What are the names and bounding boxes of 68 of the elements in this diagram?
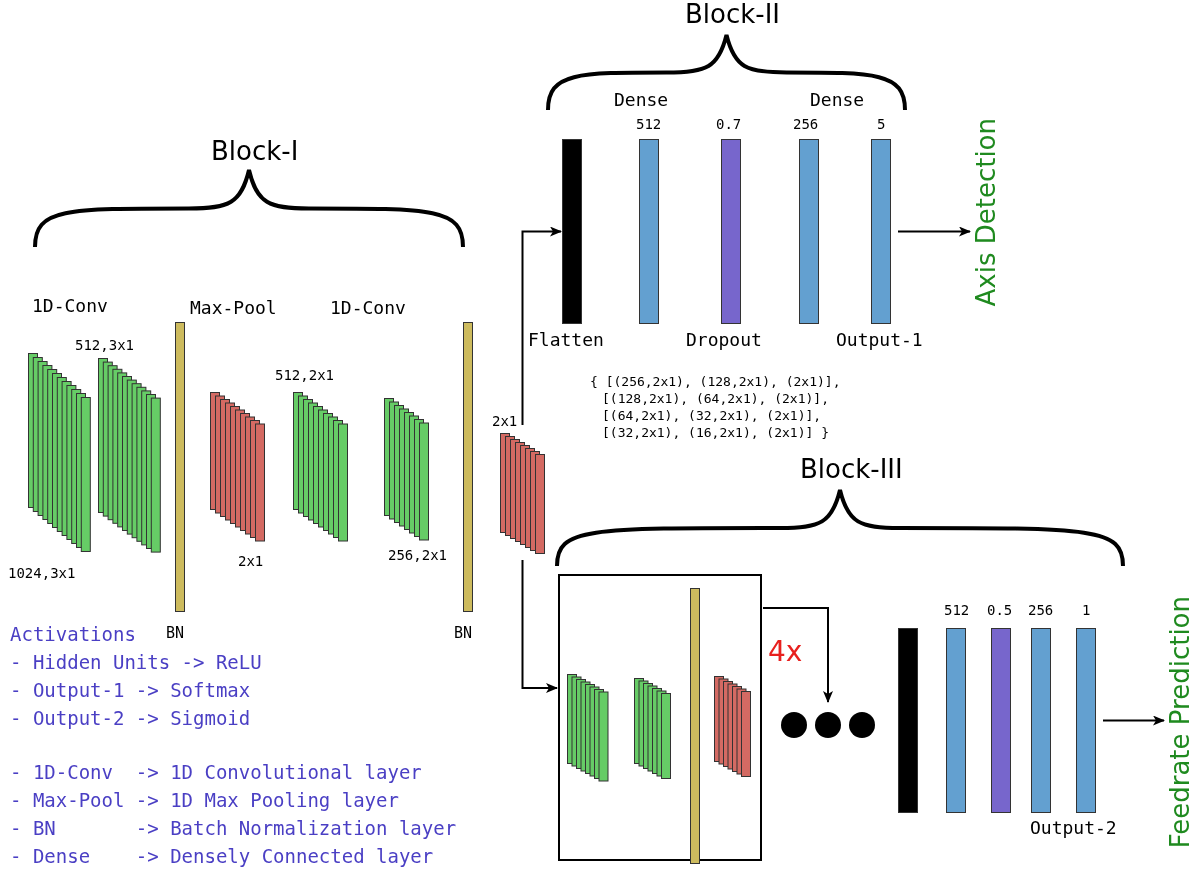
- layer-label: Max-Pool: [190, 298, 277, 319]
- pooling-stack: [210, 392, 265, 542]
- arrow: [762, 607, 833, 703]
- layer-label: 1D-Conv: [330, 298, 406, 319]
- unit-count: 256: [1028, 602, 1054, 619]
- layer-label: Flatten: [528, 330, 604, 351]
- legend-line: - BN -> Batch Normalization layer: [10, 818, 457, 840]
- layer-label: Output-1: [836, 330, 923, 351]
- flatten-bar: [898, 628, 918, 813]
- feature-map-stack: [98, 358, 161, 553]
- layer-label: BN: [454, 625, 473, 643]
- layer-label: Output-2: [1030, 818, 1117, 839]
- block-title: Block-II: [685, 0, 781, 30]
- dense-layer-bar: [871, 139, 891, 324]
- pooling-stack: [714, 676, 751, 777]
- feature-map-stack: [384, 398, 429, 541]
- unit-count: 1: [1082, 602, 1091, 619]
- layer-label: 1D-Conv: [32, 296, 108, 317]
- dimension-label: 256,2x1: [388, 547, 447, 564]
- batch-norm-bar: [463, 322, 473, 612]
- dimension-label: 2x1: [238, 553, 264, 570]
- unit-count: 5: [877, 116, 886, 133]
- arrow: [521, 226, 562, 426]
- dense-layer-bar: [799, 139, 819, 324]
- batch-norm-bar: [175, 322, 185, 612]
- feature-map-stack: [293, 392, 348, 542]
- legend-line: - Dense -> Densely Connected layer: [10, 846, 434, 868]
- dense-layer-bar: [1031, 628, 1051, 813]
- repeat-block-box: [558, 574, 762, 861]
- legend-heading: Activations: [10, 624, 136, 646]
- dimension-label: 512,2x1: [275, 367, 334, 384]
- dimension-label: 1024,3x1: [8, 565, 76, 582]
- dropout-bar: [721, 139, 741, 324]
- block-title: Block-III: [800, 455, 903, 485]
- flatten-bar: [562, 139, 582, 324]
- dense-layer-bar: [1076, 628, 1096, 813]
- dimension-label: 2x1: [492, 413, 518, 430]
- legend-line: - Output-1 -> Softmax: [10, 680, 251, 702]
- block-title: Block-I: [211, 137, 299, 167]
- feature-map-stack: [28, 353, 91, 552]
- legend-line: - Output-2 -> Sigmoid: [10, 708, 251, 730]
- layer-label: BN: [166, 625, 185, 643]
- layer-label: Dense: [614, 90, 669, 111]
- legend-line: - Max-Pool -> 1D Max Pooling layer: [10, 790, 399, 812]
- unit-count: 512: [944, 602, 970, 619]
- layer-label: Dense: [810, 90, 865, 111]
- dropout-rate: 0.5: [987, 602, 1013, 619]
- batch-norm-bar: [690, 588, 700, 864]
- output-label: Axis Detection: [972, 118, 1001, 307]
- arrow: [1102, 715, 1165, 726]
- dimension-label: 512,3x1: [75, 337, 134, 354]
- dense-layer-bar: [639, 139, 659, 324]
- unit-count: 512: [636, 116, 662, 133]
- ellipsis-dots: [781, 712, 875, 738]
- unit-count: 256: [793, 116, 819, 133]
- legend-line: - 1D-Conv -> 1D Convolutional layer: [10, 762, 422, 784]
- dropout-bar: [991, 628, 1011, 813]
- feature-map-stack: [567, 674, 609, 782]
- arrow: [897, 226, 971, 237]
- pooling-stack: [500, 433, 545, 554]
- dense-layer-bar: [946, 628, 966, 813]
- dropout-rate: 0.7: [716, 116, 742, 133]
- output-label: Feedrate Prediction: [1166, 596, 1195, 849]
- feature-map-stack: [634, 678, 671, 779]
- layer-label: Dropout: [686, 330, 762, 351]
- arrow: [521, 559, 558, 693]
- parameter-list: { [(256,2x1), (128,2x1), (2x1)], [(128,2x1), (64,2x1), (2x1)], [(64,2x1), (32,2x1), (2x1)], [(32,2x1), (16,2x1), (2x1)] }: [590, 373, 867, 441]
- legend-line: - Hidden Units -> ReLU: [10, 652, 262, 674]
